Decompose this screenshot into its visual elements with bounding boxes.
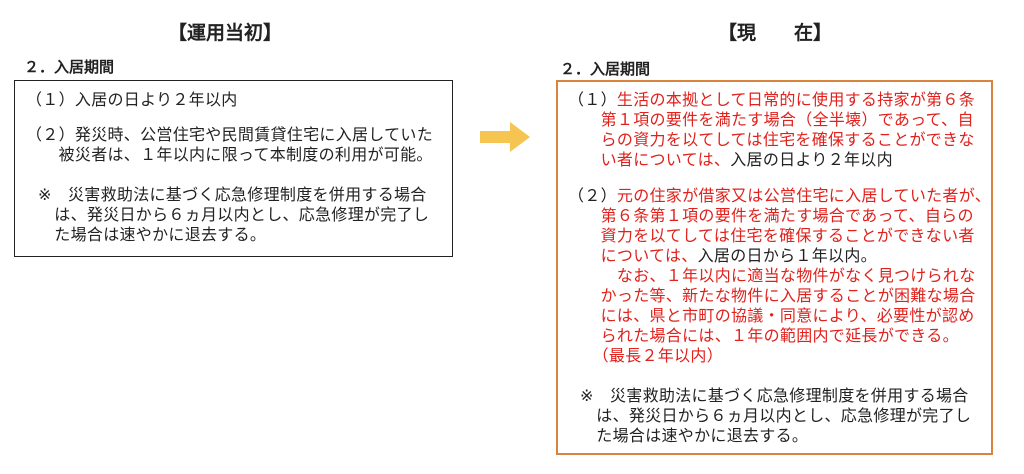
plain-text [568, 206, 601, 225]
plain-text [568, 326, 601, 345]
right-line: 第６条第１項の要件を満たす場合であって、自らの [568, 206, 974, 226]
plain-text [568, 246, 601, 265]
right-line: い者については、入居の日より２年以内 [568, 150, 893, 170]
plain-text: （２） [568, 186, 617, 205]
highlighted-text: には、県と市町の協議・同意により、必要性が認め [600, 306, 975, 325]
plain-text [568, 346, 601, 365]
highlighted-text: らの資力を以てしては住宅を確保することができな [600, 130, 975, 149]
left-line: た場合は速やかに退去する。 [38, 225, 267, 244]
plain-text [568, 110, 601, 129]
highlighted-text: られた場合には、１年の範囲内で延長ができる。 [600, 326, 959, 345]
right-line: らの資力を以てしては住宅を確保することができな [568, 130, 975, 150]
right-line: かった等、新たな物件に入居することが困難な場合 [568, 286, 976, 306]
highlighted-text: 生活の本拠として日常的に使用する持家が第６条 [616, 90, 976, 109]
left-line: は、発災日から６ヵ月以内とし、応急修理が完了し [38, 205, 430, 224]
right-line: 第１項の要件を満たす場合（全半壊）であって、自 [568, 110, 974, 130]
right-line: （２）元の住家が借家又は公営住宅に入居していた者が、 [568, 186, 991, 206]
left-line: （２）発災時、公営住宅や民間賃貸住宅に入居していた [26, 125, 434, 144]
left-line: 被災者は、１年以内に限って本制度の利用が可能。 [26, 145, 433, 164]
right-line: られた場合には、１年の範囲内で延長ができる。 [568, 326, 959, 346]
highlighted-text: かった等、新たな物件に入居することが困難な場合 [600, 286, 976, 305]
right-line: （最長２年以内） [568, 346, 723, 366]
highlighted-text: 元の住家が借家又は公営住宅に入居していた者が、 [616, 186, 992, 205]
right-title: 【現 在】 [718, 22, 833, 44]
right-line: （１）生活の本拠として日常的に使用する持家が第６条 [568, 90, 975, 110]
right-section-heading: ２．入居期間 [560, 60, 651, 78]
right-arrow-icon [480, 122, 530, 152]
right-line: 資力を以てしては住宅を確保することができない者 [568, 226, 975, 246]
right-note-line: た場合は速やかに退去する。 [580, 426, 809, 445]
highlighted-text: い者については、 [600, 150, 731, 169]
plain-text: 入居の日より２年以内 [730, 150, 893, 169]
right-line: には、県と市町の協議・同意により、必要性が認め [568, 306, 975, 326]
plain-text [568, 306, 601, 325]
right-line: なお、１年以内に適当な物件がなく見つけられな [568, 266, 976, 286]
right-line: については、入居の日から１年以内。 [568, 246, 877, 266]
highlighted-text: 資力を以てしては住宅を確保することができない者 [600, 226, 975, 245]
plain-text [568, 286, 601, 305]
highlighted-text: 第６条第１項の要件を満たす場合であって、自らの [600, 206, 974, 225]
left-title: 【運用当初】 [168, 22, 283, 44]
plain-text [568, 226, 601, 245]
left-content-box [14, 80, 453, 257]
plain-text [568, 266, 601, 285]
left-line: ※ 災害救助法に基づく応急修理制度を併用する場合 [38, 185, 427, 204]
plain-text [568, 130, 601, 149]
highlighted-text: 第１項の要件を満たす場合（全半壊）であって、自 [600, 110, 974, 129]
highlighted-text: （最長２年以内） [600, 346, 724, 365]
right-note-line: は、発災日から６ヵ月以内とし、応急修理が完了し [580, 406, 972, 425]
highlighted-text: なお、１年以内に適当な物件がなく見つけられな [600, 266, 976, 285]
plain-text: 入居の日から１年以内。 [697, 246, 877, 265]
right-content-box [556, 80, 993, 455]
highlighted-text: については、 [600, 246, 698, 265]
plain-text [568, 150, 601, 169]
right-note-line: ※ 災害救助法に基づく応急修理制度を併用する場合 [580, 386, 969, 405]
left-section-heading: ２．入居期間 [24, 58, 115, 76]
plain-text: （１） [568, 90, 617, 109]
left-line: （１）入居の日より２年以内 [26, 90, 238, 109]
